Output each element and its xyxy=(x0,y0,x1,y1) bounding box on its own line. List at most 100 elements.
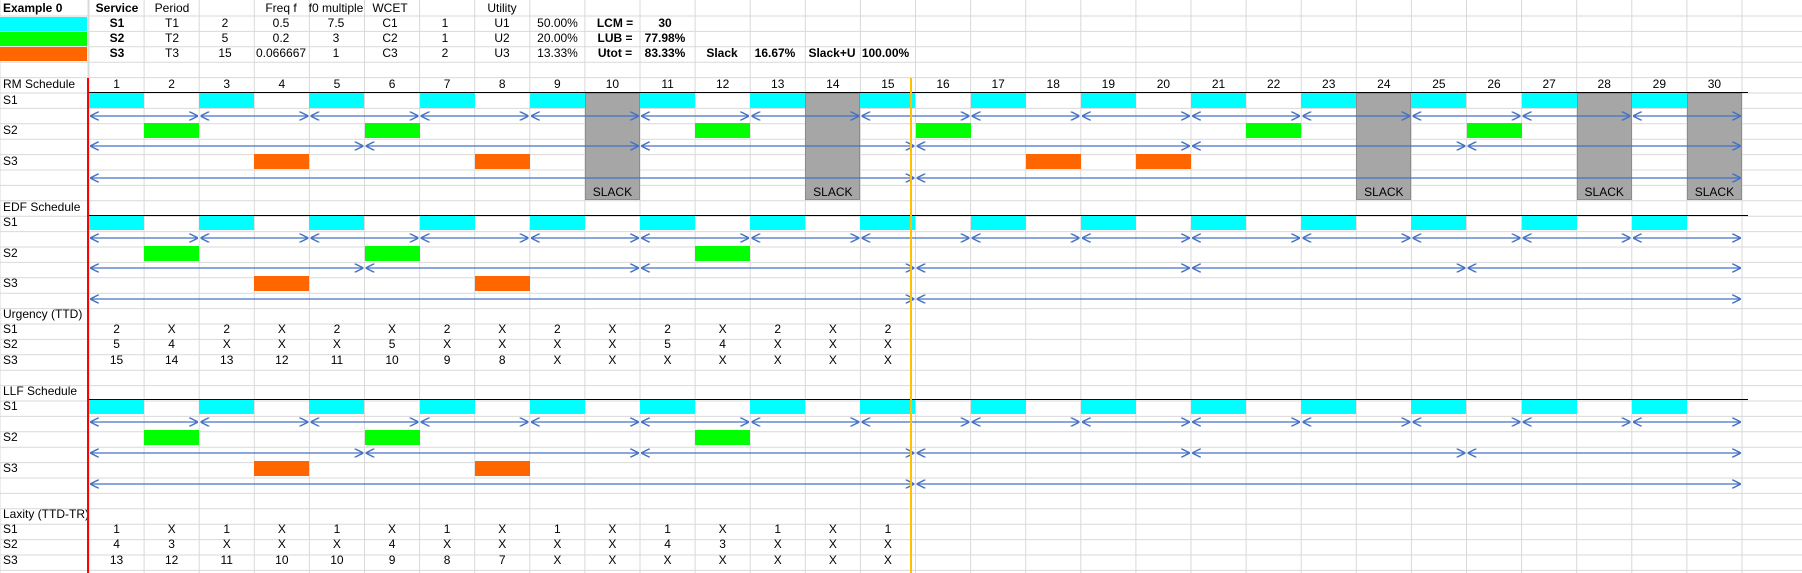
laxity-s3-value[interactable]: 11 xyxy=(220,553,233,567)
llf-s3-label[interactable]: S3 xyxy=(3,461,18,475)
laxity-s1-value[interactable]: 1 xyxy=(554,522,561,536)
freq-value[interactable]: 0.2 xyxy=(272,31,290,45)
urgency-s3-value[interactable]: 15 xyxy=(109,353,124,367)
llf-s2-label[interactable]: S2 xyxy=(3,430,18,444)
laxity-s3-value[interactable]: 8 xyxy=(443,553,451,567)
utility-name[interactable]: U2 xyxy=(494,31,510,45)
laxity-s1-value[interactable]: X xyxy=(277,522,286,536)
urgency-s1-value[interactable]: 2 xyxy=(223,322,231,336)
timeline-slot[interactable]: 2 xyxy=(168,77,175,91)
service-name[interactable]: S1 xyxy=(109,16,125,30)
edf-s3-label[interactable]: S3 xyxy=(3,276,18,290)
period-name[interactable]: T3 xyxy=(164,46,179,60)
service-name[interactable]: S2 xyxy=(109,31,125,45)
laxity-s3-value[interactable]: X xyxy=(883,553,892,567)
rm-s2-label[interactable]: S2 xyxy=(3,123,18,137)
laxity-s2-value[interactable]: X xyxy=(773,537,782,551)
timeline-slot[interactable]: 12 xyxy=(715,77,730,91)
timeline-slot[interactable]: 23 xyxy=(1322,77,1336,91)
urgency-s2-value[interactable]: X xyxy=(332,337,341,351)
timeline-slot[interactable]: 10 xyxy=(605,77,620,91)
laxity-s1-value[interactable]: 1 xyxy=(774,522,782,536)
service-color-swatch[interactable] xyxy=(0,17,87,31)
laxity-s3-value[interactable]: X xyxy=(663,553,672,567)
freq-value[interactable]: 0.066667 xyxy=(256,46,307,60)
timeline-slot[interactable]: 11 xyxy=(661,77,674,91)
col-header-period[interactable]: Period xyxy=(154,1,190,15)
wcet-value[interactable]: 2 xyxy=(441,46,449,60)
laxity-s2-value[interactable]: X xyxy=(828,537,837,551)
timeline-slot[interactable]: 17 xyxy=(991,77,1005,91)
col-header-service[interactable]: Service xyxy=(95,1,139,15)
urgency-s1-value[interactable]: 2 xyxy=(774,322,782,336)
urgency-s2-value[interactable]: X xyxy=(883,337,892,351)
laxity-s1-value[interactable]: 1 xyxy=(664,522,671,536)
laxity-s1-value[interactable]: X xyxy=(388,522,397,536)
laxity-s2-value[interactable]: X xyxy=(498,537,507,551)
example-title[interactable]: Example 0 xyxy=(3,1,63,15)
timeline-slot[interactable]: 14 xyxy=(826,77,840,91)
lcm-label[interactable]: LCM = xyxy=(596,16,634,30)
laxity-s2-value[interactable]: X xyxy=(277,537,286,551)
utility-name[interactable]: U3 xyxy=(494,46,510,60)
laxity-s3-value[interactable]: 10 xyxy=(330,553,344,567)
timeline-slot[interactable]: 18 xyxy=(1046,77,1060,91)
rm-s1-label[interactable]: S1 xyxy=(3,93,18,107)
urgency-s1-value[interactable]: X xyxy=(828,322,837,336)
urgency-s2-value[interactable]: X xyxy=(222,337,231,351)
laxity-s1-value[interactable]: X xyxy=(167,522,176,536)
laxity-s2-value[interactable]: X xyxy=(222,537,231,551)
urgency-s2-value[interactable]: 5 xyxy=(664,337,671,351)
timeline-slot[interactable]: 27 xyxy=(1542,77,1556,91)
urgency-s1-value[interactable]: X xyxy=(388,322,397,336)
slacku-value[interactable]: 100.00% xyxy=(861,46,910,60)
wcet-value[interactable]: 1 xyxy=(441,16,449,30)
timeline-slot[interactable]: 9 xyxy=(554,77,561,91)
lub-label[interactable]: LUB = xyxy=(597,31,633,45)
timeline-slot[interactable]: 15 xyxy=(881,77,895,91)
timeline-slot[interactable]: 22 xyxy=(1266,77,1281,91)
period-name[interactable]: T2 xyxy=(164,31,179,45)
urgency-s2-value[interactable]: 5 xyxy=(388,337,396,351)
laxity-title[interactable]: Laxity (TTD-TR) xyxy=(3,507,89,521)
col-header-utility[interactable]: Utility xyxy=(487,1,517,15)
slack-value[interactable]: 16.67% xyxy=(754,46,796,60)
urgency-s3-value[interactable]: 10 xyxy=(385,353,399,367)
utot-label[interactable]: Utot = xyxy=(597,46,633,60)
laxity-s3-value[interactable]: 9 xyxy=(388,553,396,567)
laxity-s1-value[interactable]: 1 xyxy=(223,522,231,536)
rm-schedule-title[interactable]: RM Schedule xyxy=(3,77,76,91)
laxity-s3-value[interactable]: X xyxy=(718,553,727,567)
laxity-s2-value[interactable]: X xyxy=(553,537,562,551)
laxity-s3-value[interactable]: 12 xyxy=(164,553,179,567)
urgency-s2-value[interactable]: X xyxy=(553,337,562,351)
urgency-s3-value[interactable]: X xyxy=(608,353,617,367)
col-header-f0-multiple[interactable]: f0 multiple xyxy=(308,1,364,15)
timeline-slot[interactable]: 25 xyxy=(1432,77,1446,91)
urgency-s3-value[interactable]: 11 xyxy=(330,353,344,367)
urgency-s3-value[interactable]: 12 xyxy=(275,353,289,367)
laxity-s2-label[interactable]: S2 xyxy=(3,537,18,551)
laxity-s1-value[interactable]: X xyxy=(498,522,507,536)
urgency-s2-value[interactable]: X xyxy=(498,337,507,351)
f0-multiple-value[interactable]: 3 xyxy=(332,31,340,45)
laxity-s3-value[interactable]: 13 xyxy=(109,553,124,567)
urgency-s1-value[interactable]: 2 xyxy=(554,322,561,336)
timeline-slot[interactable]: 16 xyxy=(936,77,950,91)
laxity-s2-value[interactable]: 3 xyxy=(168,537,175,551)
urgency-s2-value[interactable]: X xyxy=(828,337,837,351)
urgency-s3-value[interactable]: 13 xyxy=(220,353,234,367)
utility-value[interactable]: 13.33% xyxy=(537,46,578,60)
period-value[interactable]: 2 xyxy=(221,16,229,30)
laxity-s2-value[interactable]: X xyxy=(883,537,892,551)
laxity-s3-value[interactable]: X xyxy=(608,553,617,567)
timeline-slot[interactable]: 30 xyxy=(1707,77,1722,91)
laxity-s1-value[interactable]: 1 xyxy=(884,522,892,536)
service-name[interactable]: S3 xyxy=(109,46,125,60)
urgency-s2-value[interactable]: 4 xyxy=(719,337,726,351)
timeline-slot[interactable]: 5 xyxy=(333,77,341,91)
laxity-s3-value[interactable]: 10 xyxy=(275,553,289,567)
laxity-s2-value[interactable]: X xyxy=(443,537,452,551)
timeline-slot[interactable]: 7 xyxy=(443,77,451,91)
